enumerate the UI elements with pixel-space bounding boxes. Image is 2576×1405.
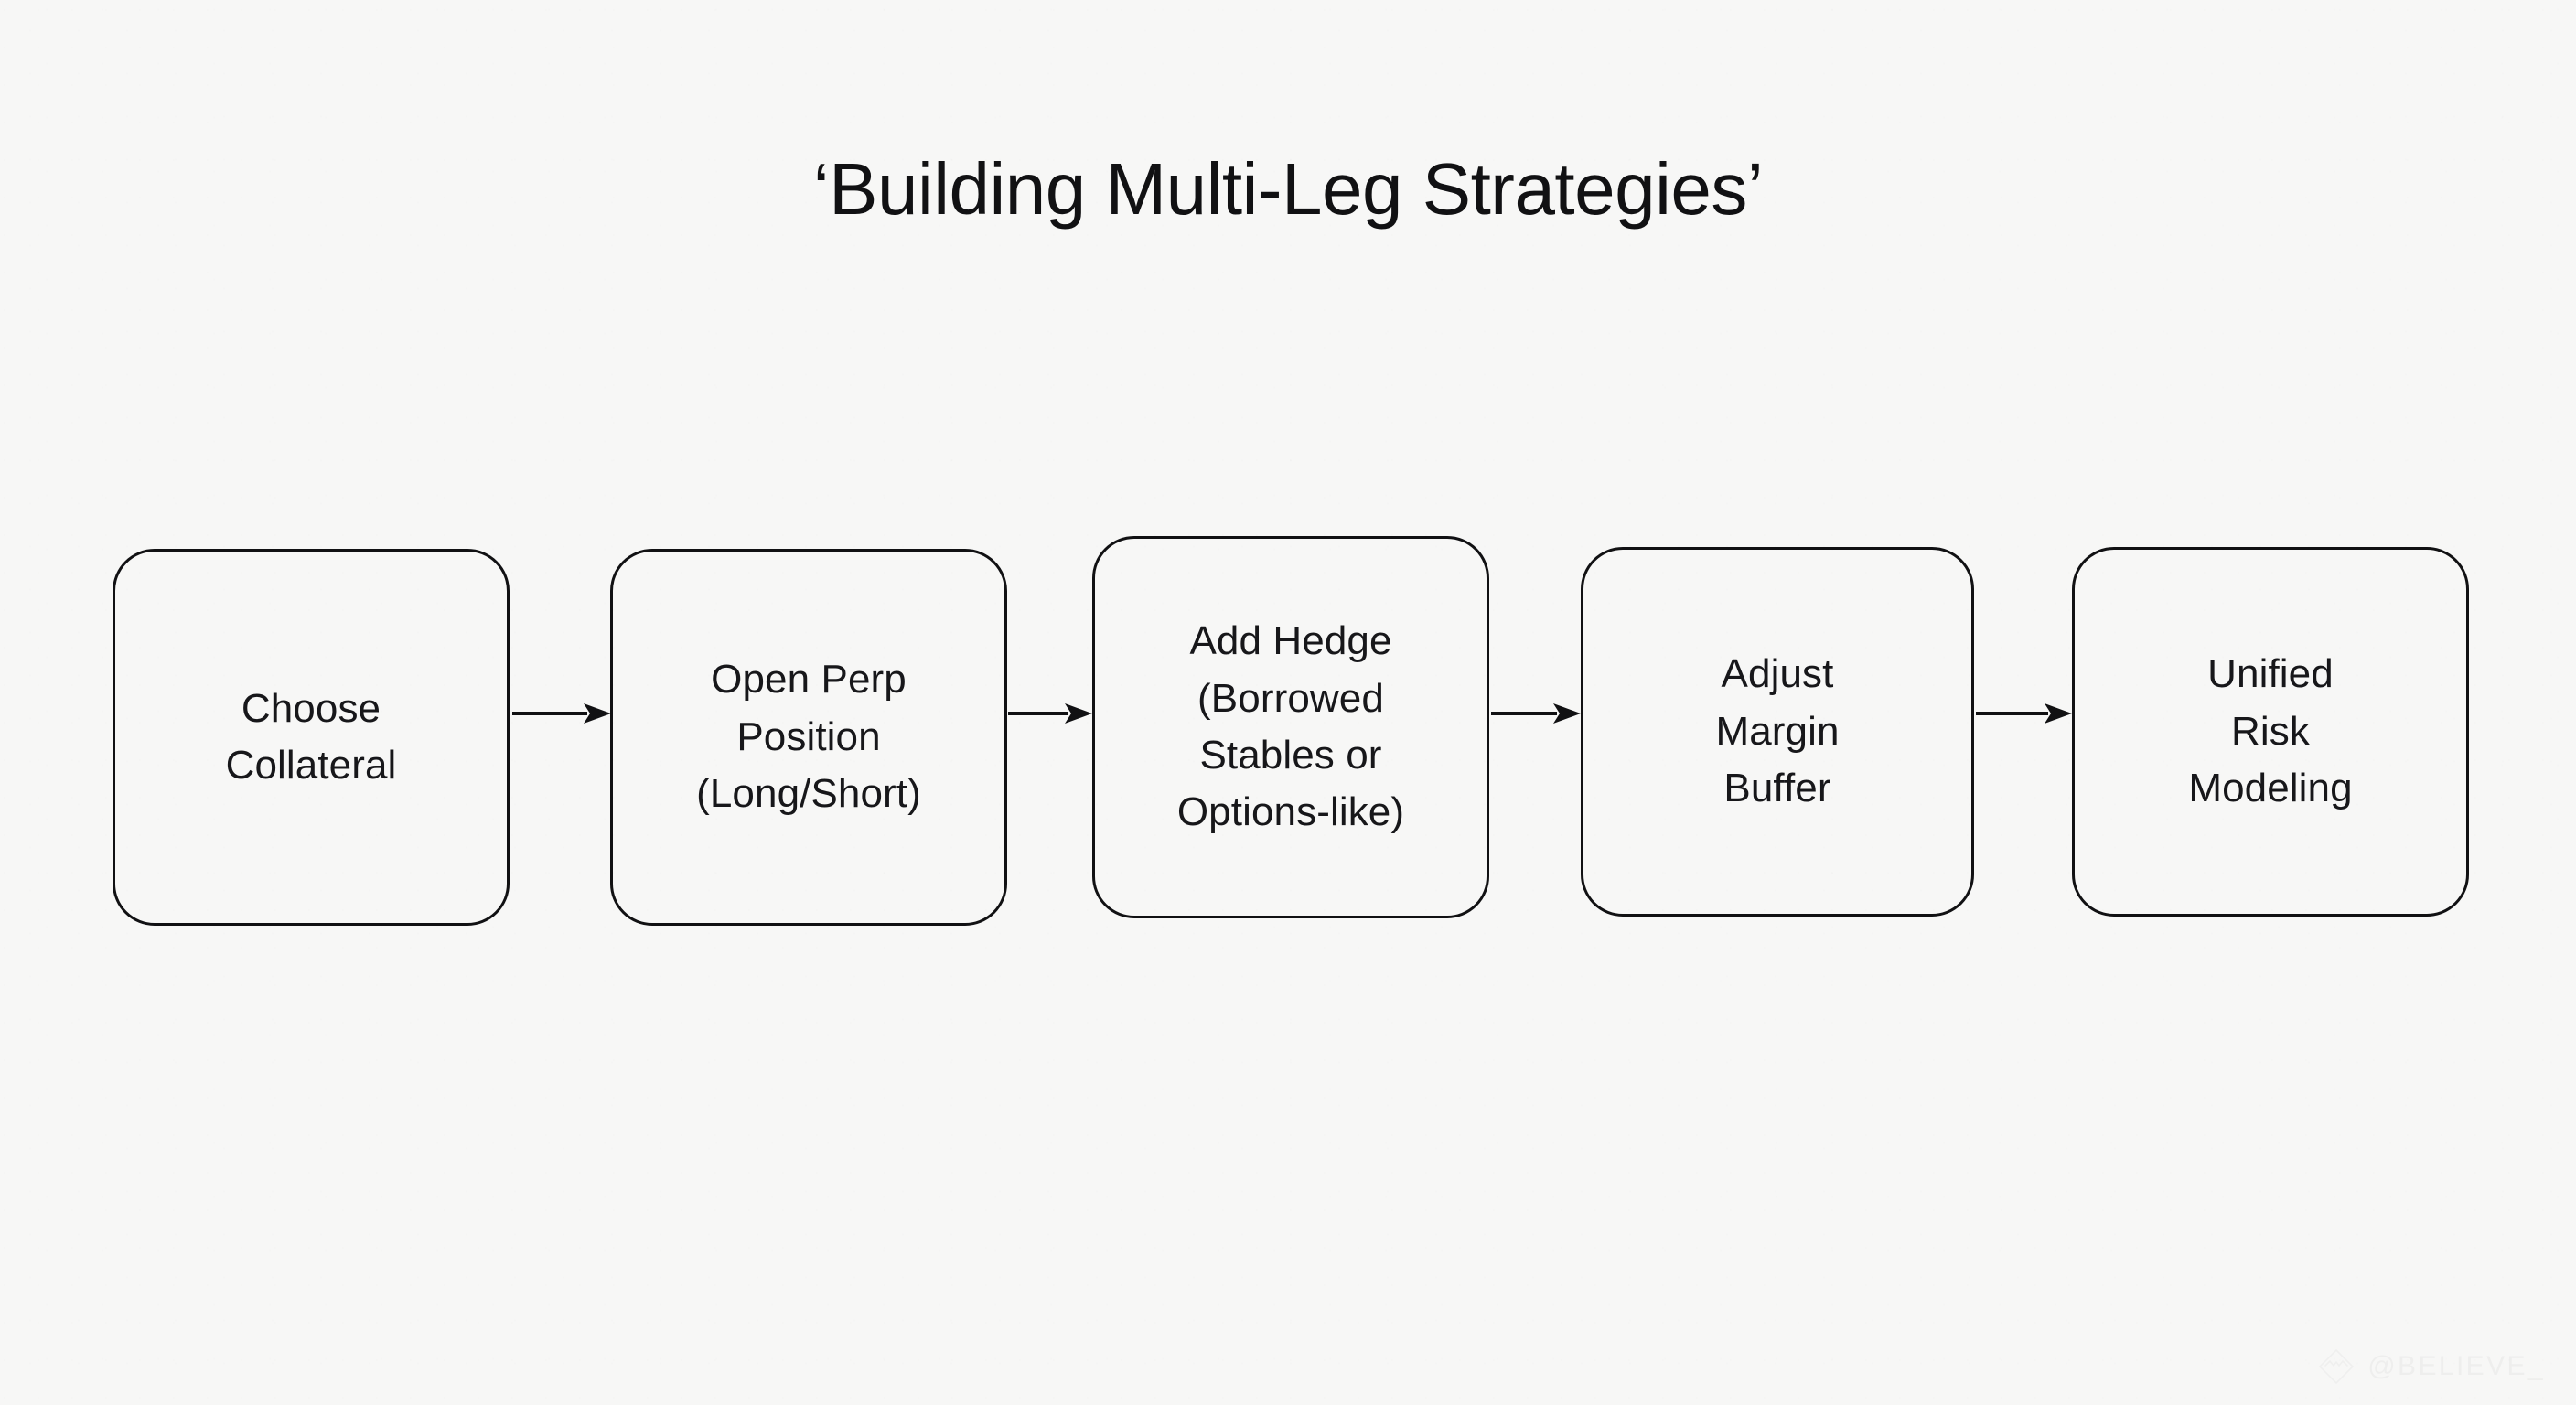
flow-node-open-perp-position[interactable]: Open Perp Position (Long/Short) — [610, 549, 1007, 926]
flow-arrow-right-icon — [512, 703, 611, 724]
flow-node-choose-collateral[interactable]: Choose Collateral — [113, 549, 510, 926]
flow-node-label: Open Perp Position (Long/Short) — [696, 657, 921, 817]
flow-arrow-right-icon — [1976, 703, 2072, 724]
flow-node-label: Choose Collateral — [225, 685, 397, 788]
flow-arrow-right-icon — [1008, 703, 1092, 724]
page-title: ‘Building Multi-Leg Strategies’ — [812, 147, 1764, 230]
flow-node-add-hedge[interactable]: Add Hedge (Borrowed Stables or Options-l… — [1092, 536, 1489, 918]
flow-node-label: Adjust Margin Buffer — [1715, 651, 1840, 811]
flow-node-label: Unified Risk Modeling — [2188, 651, 2353, 811]
flow-node-label: Add Hedge (Borrowed Stables or Options-l… — [1176, 618, 1405, 835]
flow-arrow-right-icon — [1491, 703, 1581, 724]
flow-node-unified-risk-modeling[interactable]: Unified Risk Modeling — [2072, 547, 2469, 917]
flow-node-adjust-margin-buffer[interactable]: Adjust Margin Buffer — [1581, 547, 1974, 917]
